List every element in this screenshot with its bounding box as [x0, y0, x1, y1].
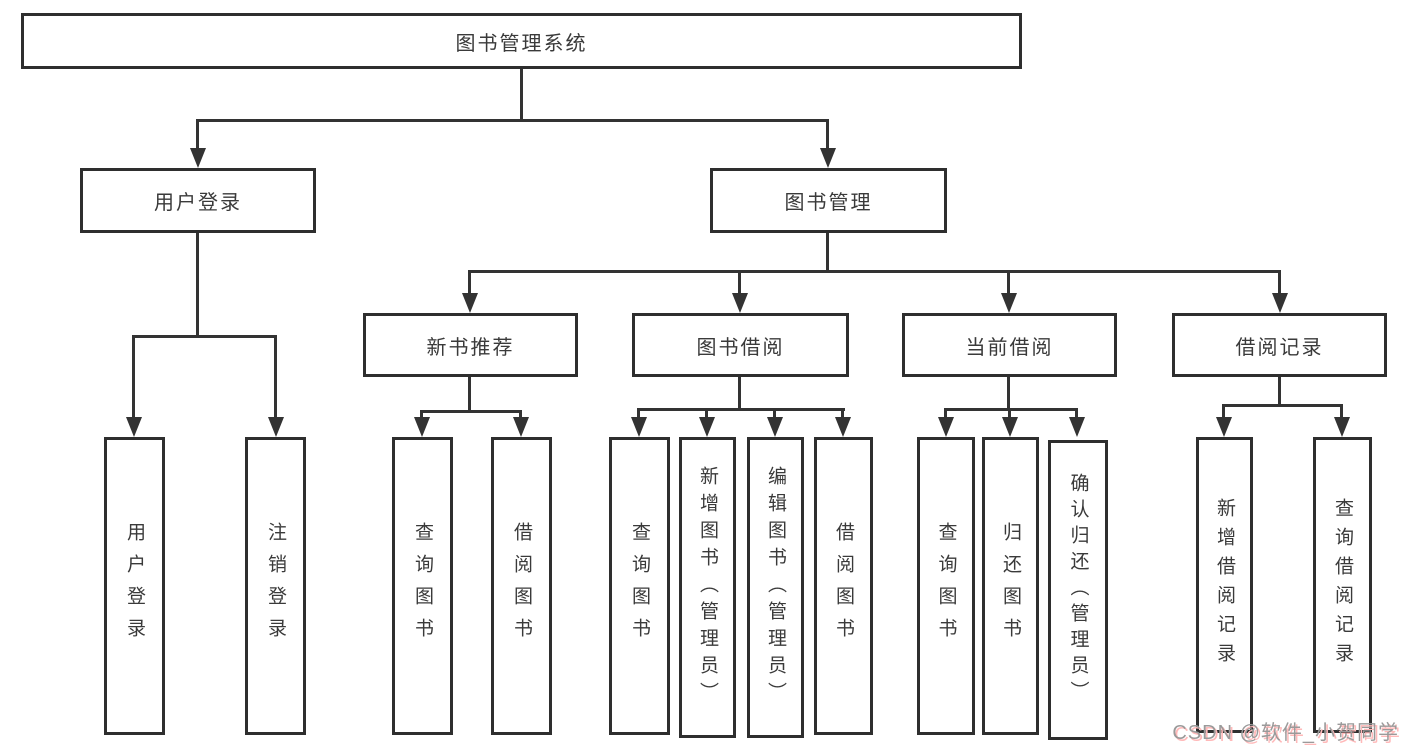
- arrowhead-to-leaf-add-book: [699, 417, 715, 437]
- leaf-add-book-admin: 新增图书（管理员）: [679, 437, 736, 738]
- connector-current-rail: [945, 408, 1078, 411]
- connector-borrowing-stem-3: [773, 408, 776, 421]
- leaf-borrow-book-borrowing: 借阅图书: [814, 437, 873, 735]
- connector-user-login-trunk: [196, 233, 199, 337]
- leaf-borrow-book-recommend-label: 借阅图书: [511, 522, 532, 650]
- connector-root-rail: [197, 119, 829, 122]
- connector-recommend-stem-1: [420, 410, 423, 421]
- leaf-query-book-current: 查询图书: [917, 437, 975, 735]
- leaf-query-book-borrowing-label: 查询图书: [629, 522, 650, 650]
- connector-recommend-rail: [421, 410, 522, 413]
- connector-book-mgmt-trunk: [826, 233, 829, 272]
- leaf-edit-book-admin-label: 编辑图书（管理员）: [765, 466, 786, 709]
- leaf-query-borrow-record-label: 查询借阅记录: [1332, 498, 1353, 672]
- connector-book-mgmt-stem-3: [1007, 270, 1010, 296]
- leaf-logout-label: 注销登录: [265, 522, 286, 650]
- connector-book-mgmt-stem-2: [738, 270, 741, 296]
- leaf-query-book-recommend-label: 查询图书: [412, 522, 433, 650]
- leaf-confirm-return-admin-label: 确认归还（管理员）: [1067, 473, 1089, 707]
- leaf-add-borrow-record: 新增借阅记录: [1196, 437, 1253, 733]
- leaf-query-book-current-label: 查询图书: [935, 522, 957, 650]
- leaf-confirm-return-admin: 确认归还（管理员）: [1048, 440, 1108, 740]
- node-current-borrowing: 当前借阅: [902, 313, 1117, 377]
- node-book-borrowing: 图书借阅: [632, 313, 849, 377]
- connector-records-trunk: [1278, 377, 1281, 406]
- arrowhead-to-leaf-logout: [268, 417, 284, 437]
- connector-book-mgmt-stem-1: [468, 270, 471, 296]
- node-library-management-system: 图书管理系统: [21, 13, 1022, 69]
- connector-user-login-stem-1: [132, 335, 135, 421]
- arrowhead-to-leaf-borrow-book-1: [513, 417, 529, 437]
- connector-current-stem-3: [1075, 408, 1078, 421]
- leaf-add-book-admin-label: 新增图书（管理员）: [697, 466, 718, 709]
- arrowhead-to-book-management: [820, 148, 836, 168]
- arrowhead-to-leaf-user-login: [126, 417, 142, 437]
- arrowhead-to-borrowing-records: [1272, 293, 1288, 313]
- connector-recommend-trunk: [468, 377, 471, 412]
- connector-user-login-rail: [133, 335, 277, 338]
- connector-recommend-stem-2: [519, 410, 522, 421]
- connector-borrowing-stem-2: [705, 408, 708, 421]
- connector-borrowing-stem-1: [637, 408, 640, 421]
- arrowhead-to-leaf-edit-book: [767, 417, 783, 437]
- connector-borrowing-stem-4: [841, 408, 844, 421]
- arrowhead-to-leaf-add-record: [1216, 417, 1232, 437]
- connector-current-stem-2: [1008, 408, 1011, 421]
- node-borrowing-records: 借阅记录: [1172, 313, 1387, 377]
- leaf-return-book-label: 归还图书: [1000, 522, 1021, 650]
- arrowhead-to-current-borrowing: [1001, 293, 1017, 313]
- leaf-user-login-label: 用户登录: [124, 522, 145, 650]
- arrowhead-to-leaf-query-book-3: [938, 417, 954, 437]
- arrowhead-to-book-borrowing: [732, 293, 748, 313]
- connector-borrowing-rail: [638, 408, 845, 411]
- arrowhead-to-new-book-recommend: [462, 293, 478, 313]
- node-new-book-recommend: 新书推荐: [363, 313, 578, 377]
- node-book-management: 图书管理: [710, 168, 947, 233]
- connector-root-trunk: [520, 69, 523, 121]
- connector-book-mgmt-rail: [469, 270, 1281, 273]
- arrowhead-to-leaf-borrow-book-2: [835, 417, 851, 437]
- connector-records-stem-2: [1340, 404, 1343, 421]
- arrowhead-to-leaf-return-book: [1002, 417, 1018, 437]
- node-user-login: 用户登录: [80, 168, 316, 233]
- leaf-query-borrow-record: 查询借阅记录: [1313, 437, 1372, 733]
- arrowhead-to-leaf-query-book-1: [414, 417, 430, 437]
- arrowhead-to-user-login: [190, 148, 206, 168]
- connector-user-login-stem-2: [274, 335, 277, 421]
- connector-root-stem-left: [196, 119, 199, 151]
- leaf-user-login: 用户登录: [104, 437, 165, 735]
- connector-borrowing-trunk: [738, 377, 741, 410]
- connector-current-stem-1: [944, 408, 947, 421]
- connector-records-stem-1: [1222, 404, 1225, 421]
- leaf-borrow-book-recommend: 借阅图书: [491, 437, 552, 735]
- arrowhead-to-leaf-query-record: [1334, 417, 1350, 437]
- csdn-watermark: CSDN @软件_小贺同学: [1172, 722, 1399, 744]
- leaf-query-book-borrowing: 查询图书: [609, 437, 670, 735]
- connector-current-trunk: [1007, 377, 1010, 410]
- leaf-logout: 注销登录: [245, 437, 306, 735]
- leaf-borrow-book-borrowing-label: 借阅图书: [833, 522, 854, 650]
- leaf-query-book-recommend: 查询图书: [392, 437, 453, 735]
- leaf-return-book: 归还图书: [982, 437, 1039, 735]
- leaf-edit-book-admin: 编辑图书（管理员）: [747, 437, 804, 738]
- connector-records-rail: [1223, 404, 1343, 407]
- arrowhead-to-leaf-confirm-return: [1069, 417, 1085, 437]
- connector-root-stem-right: [826, 119, 829, 151]
- connector-book-mgmt-stem-4: [1278, 270, 1281, 296]
- leaf-add-borrow-record-label: 新增借阅记录: [1214, 498, 1235, 672]
- arrowhead-to-leaf-query-book-2: [631, 417, 647, 437]
